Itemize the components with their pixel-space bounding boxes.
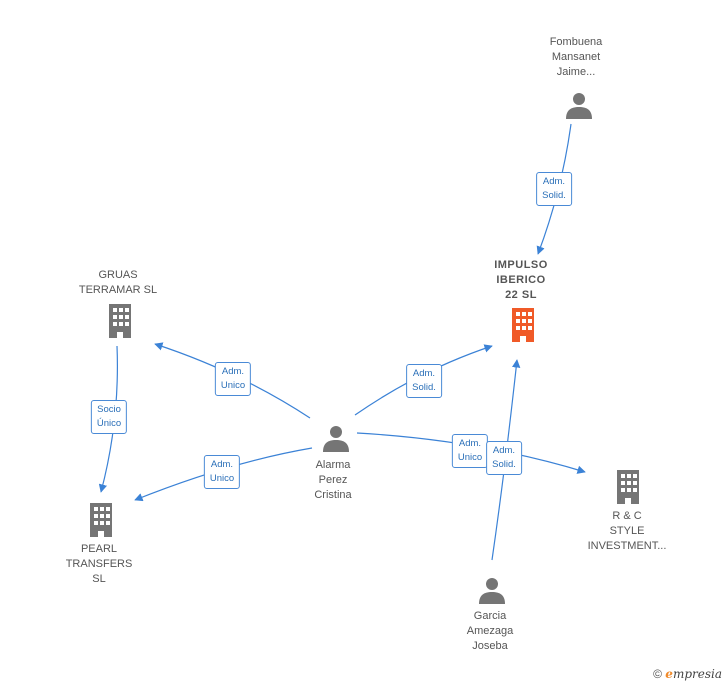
edge-label-gruas-to-pearl[interactable]: Socio Único xyxy=(90,400,128,434)
edge-label-garcia-to-impulso[interactable]: Adm. Solid. xyxy=(486,441,522,475)
node-label-gruas[interactable]: GRUAS TERRAMAR SL xyxy=(78,269,158,296)
pearl-building-icon[interactable] xyxy=(90,503,112,537)
node-label-rc[interactable]: R & C STYLE INVESTMENT... xyxy=(587,510,667,552)
edge-label-alarma-to-pearl[interactable]: Adm. Unico xyxy=(203,455,241,489)
watermark: © empresia xyxy=(653,667,722,681)
rc-building-icon[interactable] xyxy=(617,470,639,504)
gruas-building-icon[interactable] xyxy=(109,304,131,338)
node-label-fombuena[interactable]: Fombuena Mansanet Jaime... xyxy=(549,36,603,78)
copyright-symbol: © xyxy=(653,667,662,681)
fombuena-person-icon[interactable] xyxy=(566,93,592,119)
node-label-garcia[interactable]: Garcia Amezaga Joseba xyxy=(466,610,514,652)
impulso-building-icon[interactable] xyxy=(512,308,534,342)
brand-logo-text: mpresia xyxy=(672,667,722,681)
node-label-pearl[interactable]: PEARL TRANSFERS SL xyxy=(65,543,133,585)
node-label-alarma[interactable]: Alarma Perez Cristina xyxy=(314,459,352,501)
alarma-person-icon[interactable] xyxy=(323,426,349,452)
garcia-person-icon[interactable] xyxy=(479,578,505,604)
edge-label-fombuena-to-impulso[interactable]: Adm. Solid. xyxy=(536,172,572,206)
edge-label-alarma-to-rc[interactable]: Adm. Unico xyxy=(451,434,489,468)
edge-label-alarma-to-gruas[interactable]: Adm. Unico xyxy=(214,362,252,396)
node-label-impulso[interactable]: IMPULSO IBERICO 22 SL xyxy=(494,259,548,301)
brand-logo-initial: e xyxy=(665,667,673,681)
edge-label-alarma-to-impulso[interactable]: Adm. Solid. xyxy=(406,364,442,398)
